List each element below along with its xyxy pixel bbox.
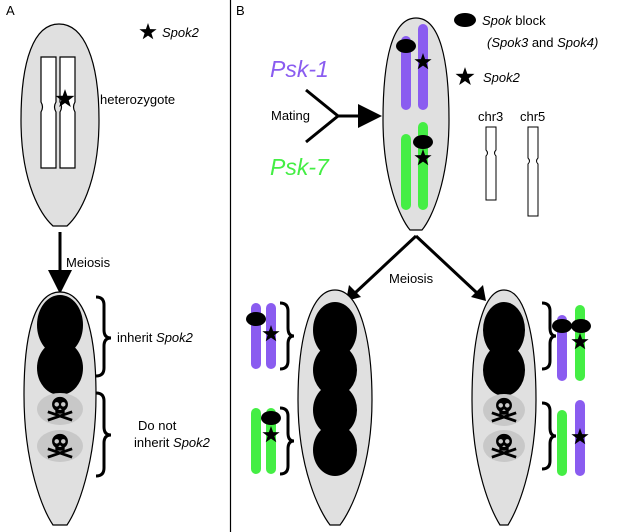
spok-block-icon: [552, 319, 572, 333]
chromosome-green: [251, 408, 261, 474]
legend-spok-block-label: Spok block: [482, 13, 546, 28]
spore: [313, 344, 357, 396]
ascus-parent-b: [382, 17, 450, 231]
legend-spok-block-sub: (Spok3 and Spok4): [487, 35, 598, 50]
arrowhead-right: [471, 285, 486, 301]
chromosome-purple: [401, 36, 411, 110]
brace: [279, 406, 295, 476]
not-inherit-line1: Do not: [138, 418, 177, 433]
inherit-label: inherit Spok2: [117, 330, 194, 345]
spok-block-icon: [396, 39, 416, 53]
strain-psk7-label: Psk-7: [270, 154, 330, 180]
brace: [541, 401, 557, 471]
spore: [313, 424, 357, 476]
strain-psk1-label: Psk-1: [270, 56, 329, 82]
legend-spok-block-icon: [454, 13, 476, 27]
mating-label: Mating: [271, 108, 310, 123]
spore: [37, 341, 83, 395]
spok-block-icon: [571, 319, 591, 333]
spore: [313, 302, 357, 358]
legend-star-icon: [139, 23, 157, 40]
mating-connector: [305, 88, 341, 144]
chromosome-green: [401, 134, 411, 210]
spore: [37, 295, 83, 355]
meiosis-split-arrows: [353, 234, 479, 295]
brace: [541, 301, 557, 371]
chr5-label: chr5: [520, 109, 545, 124]
panel-a: A Spok2 heterozygote Meiosis inherit Spo…: [6, 3, 211, 526]
chr5-outline: [527, 126, 539, 217]
legend-star-label: Spok2: [483, 70, 521, 85]
meiosis-label: Meiosis: [66, 255, 111, 270]
chromosome-left: [40, 56, 57, 169]
chr3-label: chr3: [478, 109, 503, 124]
brace: [279, 301, 295, 371]
heterozygote-label: heterozygote: [100, 92, 175, 107]
chromosome-purple: [418, 24, 428, 110]
legend-star-icon: [455, 67, 475, 86]
not-inherit-line2: inherit Spok2: [134, 435, 211, 450]
panel-b: B Spok block (Spok3 and Spok4) Spok2 Psk…: [236, 3, 598, 526]
spok-block-icon: [246, 312, 266, 326]
panel-a-label: A: [6, 3, 15, 18]
meiosis-label-b: Meiosis: [389, 271, 434, 286]
spore: [483, 344, 525, 396]
spok-block-icon: [413, 135, 433, 149]
chromosome-right: [59, 56, 76, 169]
spok-block-icon: [261, 411, 281, 425]
spore: [313, 384, 357, 436]
brace-not-inherit: [95, 391, 112, 478]
brace-inherit: [95, 295, 112, 378]
panel-b-label: B: [236, 3, 245, 18]
chromosome-green: [557, 410, 567, 476]
legend-star-label: Spok2: [162, 25, 200, 40]
chr3-outline: [485, 126, 497, 201]
spore: [483, 302, 525, 358]
